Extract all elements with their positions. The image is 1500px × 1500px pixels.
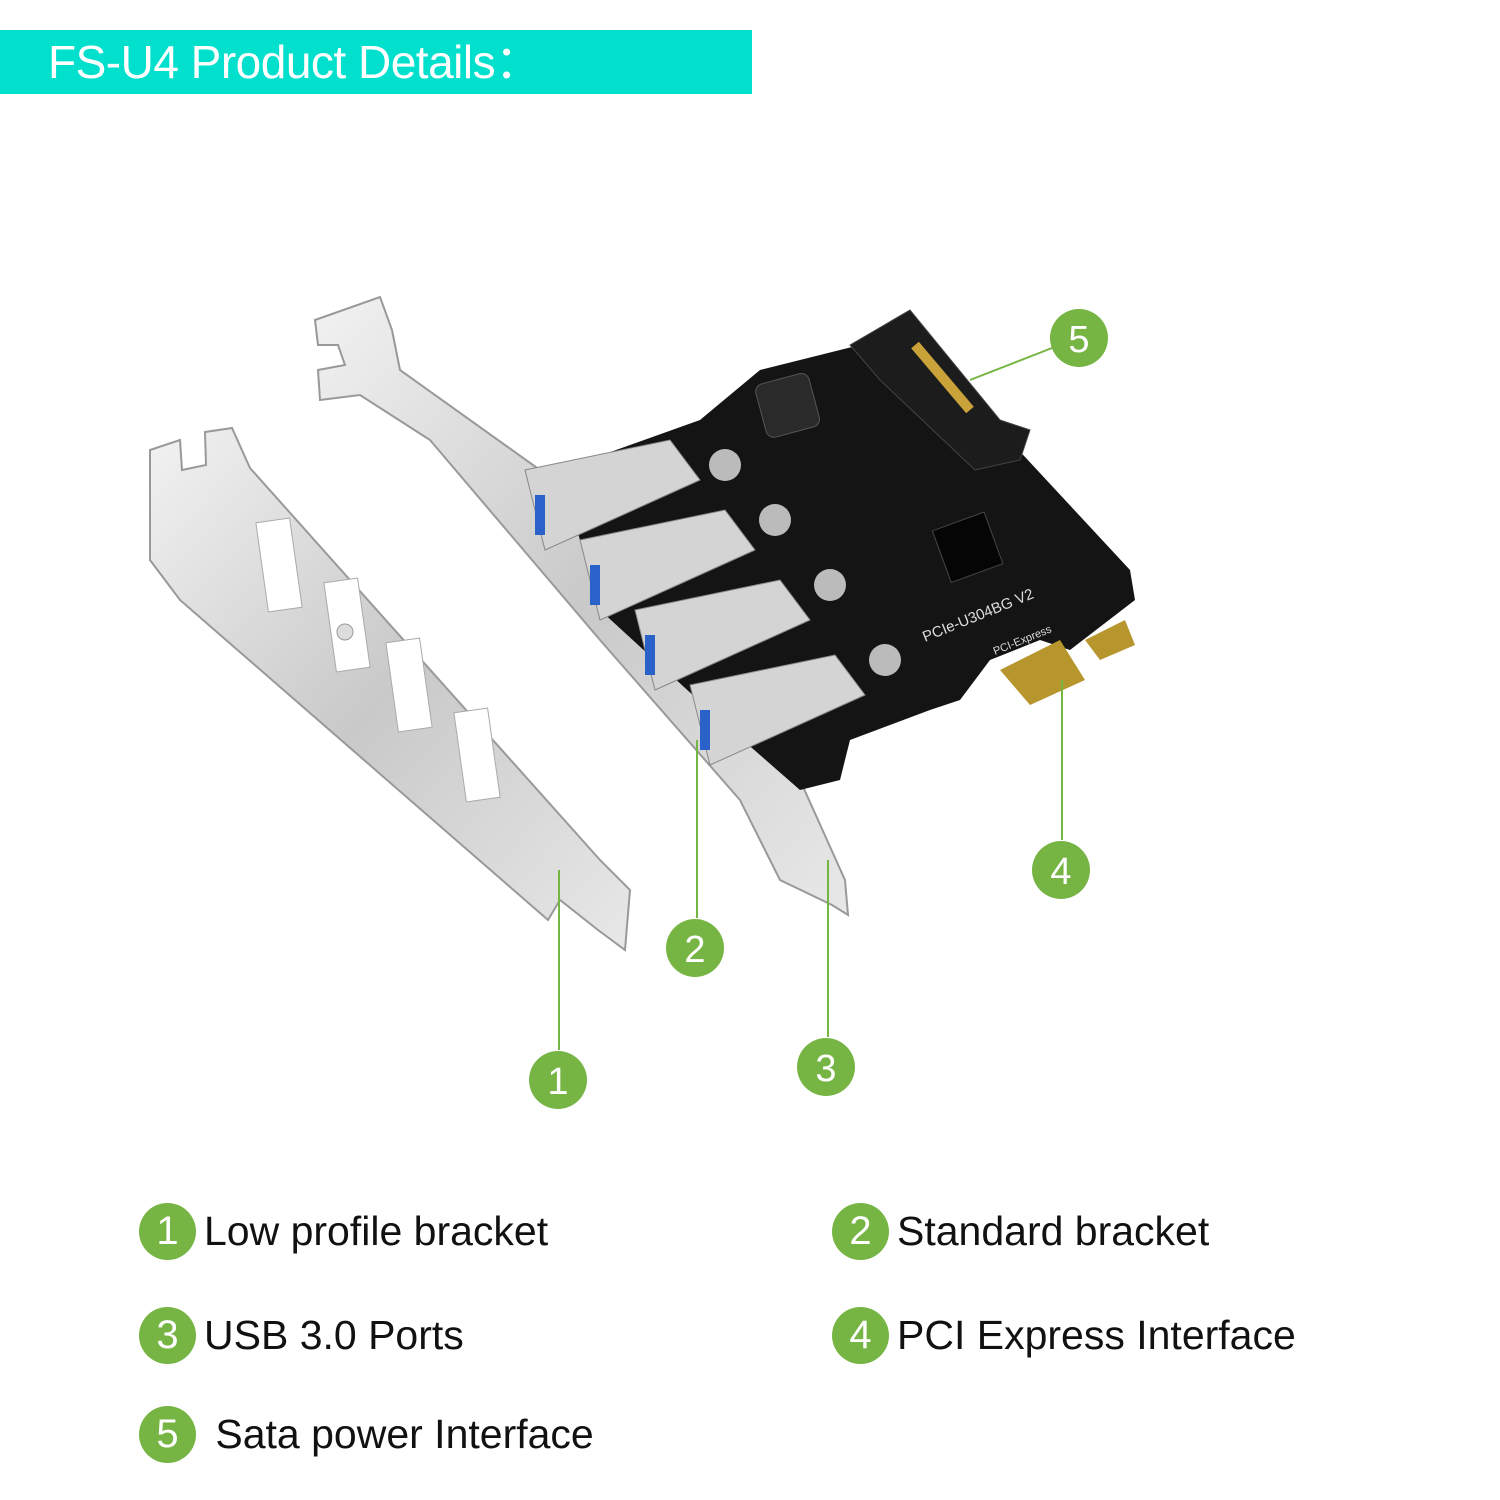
svg-text:5: 5 (1068, 319, 1089, 361)
svg-text:3: 3 (815, 1048, 836, 1090)
callout-5: 5 (1050, 309, 1108, 367)
sata-power-connector (849, 309, 1031, 471)
pcie-gold-fingers (1000, 620, 1135, 705)
legend-item-3: 3 USB 3.0 Ports (139, 1307, 464, 1364)
svg-text:2: 2 (684, 929, 705, 971)
page-title: FS-U4 Product Details： (48, 36, 541, 88)
legend-item-2: 2 Standard bracket (832, 1203, 1209, 1260)
legend-number: 1 (139, 1203, 196, 1260)
usb-ports (524, 439, 866, 766)
legend-number: 4 (832, 1307, 889, 1364)
legend-number: 2 (832, 1203, 889, 1260)
low-profile-bracket (149, 426, 632, 952)
legend-label: Sata power Interface (204, 1411, 594, 1457)
callout-4: 4 (1032, 841, 1090, 899)
inductor (755, 372, 820, 438)
legend-number: 5 (139, 1406, 196, 1463)
legend-item-1: 1 Low profile bracket (139, 1203, 548, 1260)
legend-label: USB 3.0 Ports (204, 1312, 464, 1358)
header-banner: FS-U4 Product Details： (0, 30, 752, 94)
callout-leader-lines (558, 347, 1063, 1050)
callout-2: 2 (666, 919, 724, 977)
svg-text:4: 4 (1050, 851, 1071, 893)
legend-label: Low profile bracket (204, 1208, 549, 1254)
callout-3: 3 (797, 1038, 855, 1096)
legend-item-4: 4 PCI Express Interface (832, 1307, 1296, 1364)
legend-number: 3 (139, 1307, 196, 1364)
legend-label: Standard bracket (897, 1208, 1210, 1254)
callout-1: 1 (529, 1051, 587, 1109)
svg-text:1: 1 (547, 1061, 568, 1103)
legend-item-5: 5 Sata power Interface (139, 1406, 594, 1463)
legend-label: PCI Express Interface (897, 1312, 1296, 1358)
controller-chip (931, 511, 1004, 584)
